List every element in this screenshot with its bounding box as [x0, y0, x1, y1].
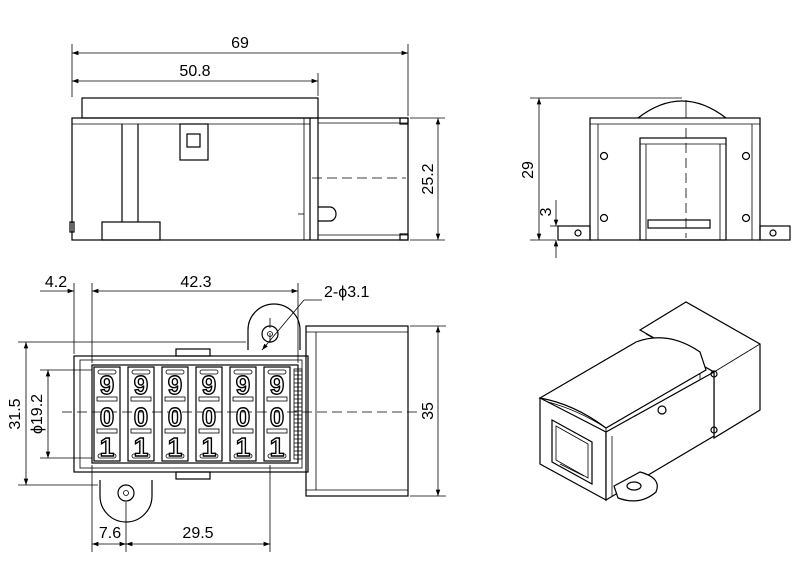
wheel-rim — [267, 453, 287, 459]
wheel-divider — [130, 428, 152, 434]
wheel-digit-top: 9 — [202, 370, 216, 400]
wheel-frame — [161, 366, 189, 462]
dim-end-height: 29 — [520, 161, 537, 179]
dim-offset-left: 4.2 — [45, 274, 67, 291]
wheel-digit-bottom: 1 — [134, 432, 148, 462]
number-wheel: 901 — [263, 366, 291, 463]
wheel-divider — [232, 396, 254, 402]
dim-wheel-diameter: ϕ19.2 — [29, 394, 46, 434]
wheel-digit-middle: 0 — [236, 402, 250, 432]
wheel-rim — [131, 369, 151, 375]
wheel-rim — [131, 453, 151, 459]
wheel-digit-middle: 0 — [168, 402, 182, 432]
wheel-digit-top: 9 — [168, 370, 182, 400]
wheel-frame — [195, 366, 223, 462]
wheel-frame — [263, 366, 291, 462]
wheel-rim — [97, 453, 117, 459]
dim-bottom-offset: 7.6 — [99, 525, 121, 542]
ratchet-gear — [293, 368, 303, 460]
dim-side-height: 25.2 — [420, 163, 437, 194]
wheel-rim — [97, 369, 117, 375]
dim-hole-spacing: 42.3 — [180, 274, 211, 291]
wheel-rim — [165, 369, 185, 375]
wheel-rim — [267, 369, 287, 375]
wheel-digit-middle: 0 — [270, 402, 284, 432]
wheel-divider — [130, 396, 152, 402]
wheel-rim — [233, 369, 253, 375]
wheel-digit-top: 9 — [270, 370, 284, 400]
side-view: 69 50.8 25.2 — [69, 35, 445, 241]
wheel-frame — [229, 366, 257, 462]
wheel-digit-top: 9 — [100, 370, 114, 400]
wheel-digit-middle: 0 — [202, 402, 216, 432]
wheel-divider — [266, 396, 288, 402]
dim-flange-height: 3 — [538, 207, 555, 216]
dim-body-length: 50.8 — [179, 63, 210, 80]
ratchet-body — [293, 368, 303, 460]
wheel-divider — [96, 428, 118, 434]
dim-total-length: 69 — [231, 35, 249, 52]
wheel-divider — [232, 428, 254, 434]
wheel-divider — [198, 396, 220, 402]
number-wheel: 901 — [229, 366, 257, 463]
wheel-digit-bottom: 1 — [236, 432, 250, 462]
wheel-rim — [199, 369, 219, 375]
number-wheel: 901 — [161, 366, 189, 463]
end-view: 29 3 — [520, 97, 791, 258]
dim-hole-callout: 2-ϕ3.1 — [324, 284, 370, 301]
wheel-rim — [199, 453, 219, 459]
wheel-digit-middle: 0 — [100, 402, 114, 432]
dim-depth: 35 — [420, 402, 437, 420]
dim-bottom-spacing: 29.5 — [182, 525, 213, 542]
wheel-divider — [198, 428, 220, 434]
wheel-digit-bottom: 1 — [202, 432, 216, 462]
wheel-digit-bottom: 1 — [100, 432, 114, 462]
wheel-digit-bottom: 1 — [270, 432, 284, 462]
wheel-digit-top: 9 — [236, 370, 250, 400]
number-wheel: 901 — [195, 366, 223, 463]
wheel-divider — [164, 396, 186, 402]
wheel-digit-bottom: 1 — [168, 432, 182, 462]
number-wheel: 901 — [127, 366, 155, 463]
isometric-view — [538, 301, 761, 502]
wheel-digit-top: 9 — [134, 370, 148, 400]
wheel-frame — [127, 366, 155, 462]
wheel-digit-middle: 0 — [134, 402, 148, 432]
wheel-frame — [93, 366, 121, 462]
wheel-rim — [165, 453, 185, 459]
wheel-divider — [164, 428, 186, 434]
dim-overall-height: 31.5 — [7, 398, 24, 429]
wheel-divider — [96, 396, 118, 402]
number-wheel: 901 — [93, 366, 121, 463]
wheel-rim — [233, 453, 253, 459]
wheel-divider — [266, 428, 288, 434]
